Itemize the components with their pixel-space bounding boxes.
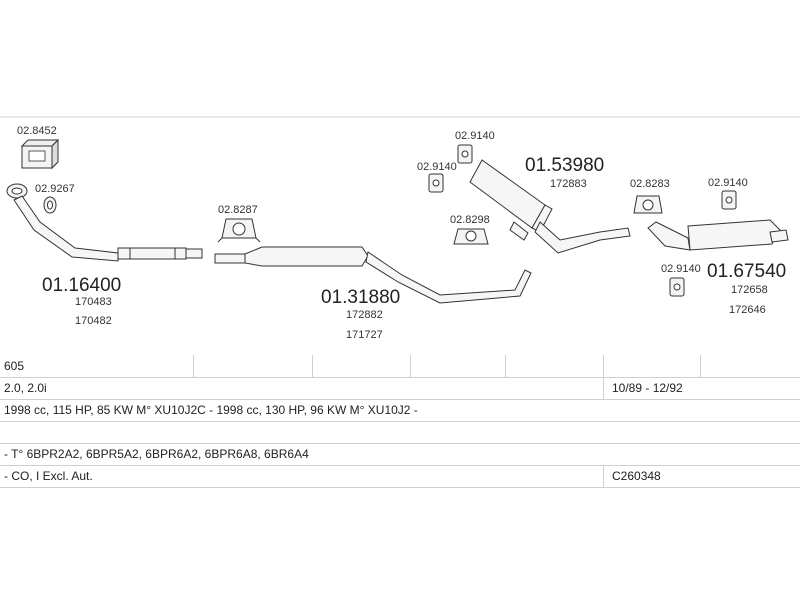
gasket-kit-icon	[20, 138, 60, 170]
label-02-9140-a: 02.9140	[455, 130, 495, 142]
label-02-8298: 02.8298	[450, 214, 490, 226]
label-02-9140-c: 02.9140	[708, 177, 748, 189]
ref-171727: 171727	[346, 329, 383, 341]
label-01-16400: 01.16400	[42, 275, 121, 296]
rubber-mount-icon	[721, 190, 737, 210]
table-cell: 605	[4, 359, 25, 373]
label-02-9140-d: 02.9140	[661, 263, 701, 275]
rubber-mount-icon	[457, 144, 473, 164]
label-02-9267: 02.9267	[35, 183, 75, 195]
table-cell: 2.0, 2.0i	[4, 381, 47, 395]
table-row: 1998 cc, 115 HP, 85 KW M° XU10J2C - 1998…	[0, 399, 800, 422]
table-row	[0, 421, 800, 444]
label-02-8452: 02.8452	[17, 125, 57, 137]
table-row: - T° 6BPR2A2, 6BPR5A2, 6BPR6A2, 6BPR6A8,…	[0, 443, 800, 466]
label-01-31880: 01.31880	[321, 287, 400, 308]
clamp-icon	[453, 228, 489, 245]
table-row: 2.0, 2.0i 10/89 - 12/92	[0, 377, 800, 400]
rubber-mount-icon	[669, 277, 685, 297]
rubber-mount-icon	[428, 173, 444, 193]
middle-silencer-icon	[214, 246, 532, 304]
table-cell: - CO, I Excl. Aut.	[4, 469, 93, 483]
table-row: - CO, I Excl. Aut. C260348	[0, 465, 800, 488]
rear-silencer-icon	[647, 219, 789, 251]
clamp-icon	[633, 195, 663, 214]
table-cell: C260348	[612, 469, 661, 483]
label-02-8283: 02.8283	[630, 178, 670, 190]
flange-gasket-icon	[43, 196, 57, 214]
front-silencer-icon	[469, 159, 631, 254]
table-cell: 10/89 - 12/92	[612, 381, 683, 395]
label-02-8287: 02.8287	[218, 204, 258, 216]
front-pipe-icon	[6, 183, 203, 262]
table-cell: 1998 cc, 115 HP, 85 KW M° XU10J2C - 1998…	[4, 403, 418, 417]
ref-170483: 170483	[75, 296, 112, 308]
table-row: 605	[0, 355, 800, 378]
clamp-icon	[217, 218, 261, 243]
ref-172646: 172646	[729, 304, 766, 316]
label-01-67540: 01.67540	[707, 261, 786, 282]
label-01-53980: 01.53980	[525, 155, 604, 176]
ref-172658: 172658	[731, 284, 768, 296]
ref-172882: 172882	[346, 309, 383, 321]
table-cell: - T° 6BPR2A2, 6BPR5A2, 6BPR6A2, 6BPR6A8,…	[4, 447, 309, 461]
ref-170482: 170482	[75, 315, 112, 327]
label-02-9140-b: 02.9140	[417, 161, 457, 173]
ref-172883: 172883	[550, 178, 587, 190]
